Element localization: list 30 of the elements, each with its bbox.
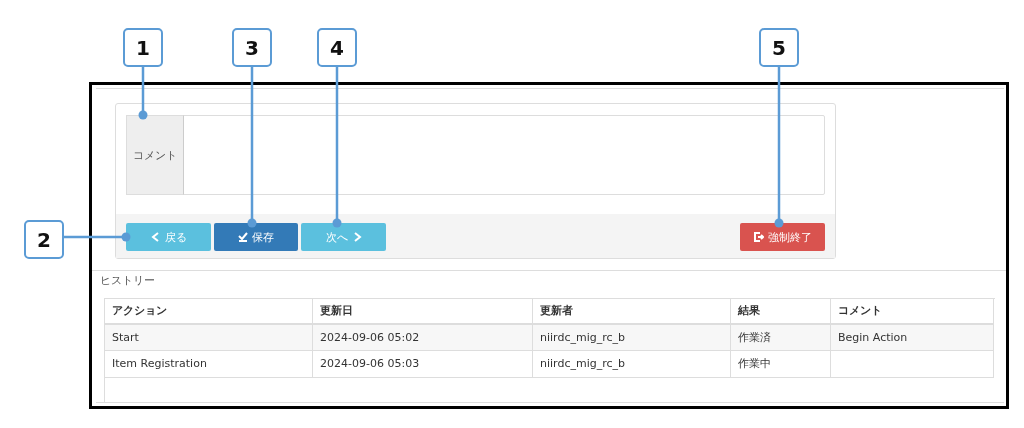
leader-line xyxy=(332,67,342,228)
callout-number: 5 xyxy=(759,28,799,67)
table-cell: Begin Action xyxy=(831,324,994,351)
force-quit-button: 強制終了 xyxy=(740,223,825,251)
table-cell: 作業済 xyxy=(731,324,831,351)
field-label: コメント xyxy=(126,115,184,195)
table-cell: Start xyxy=(104,324,313,351)
table-cell: 作業中 xyxy=(731,351,831,378)
column-header: コメント xyxy=(831,298,994,325)
leader-line xyxy=(774,67,784,228)
callout-number: 2 xyxy=(24,220,64,259)
column-header: 更新者 xyxy=(533,298,731,325)
table-cell: niirdc_mig_rc_b xyxy=(533,351,731,378)
callout-number: 3 xyxy=(232,28,272,67)
callout-number: 1 xyxy=(123,28,163,67)
table-cell: niirdc_mig_rc_b xyxy=(533,324,731,351)
leader-line xyxy=(138,67,148,120)
back-button: 戻る xyxy=(126,223,211,251)
callout-number: 4 xyxy=(317,28,357,67)
leader-line xyxy=(247,67,257,228)
column-header: 更新日 xyxy=(313,298,533,325)
leader-line xyxy=(64,232,131,242)
save-button: 保存 xyxy=(214,223,298,251)
section-heading: ヒストリー xyxy=(100,273,155,288)
column-header: 結果 xyxy=(731,298,831,325)
column-header: アクション xyxy=(104,298,313,325)
next-button: 次へ xyxy=(301,223,386,251)
table-cell: 2024-09-06 05:03 xyxy=(313,351,533,378)
table-cell: Item Registration xyxy=(104,351,313,378)
table-cell: 2024-09-06 05:02 xyxy=(313,324,533,351)
